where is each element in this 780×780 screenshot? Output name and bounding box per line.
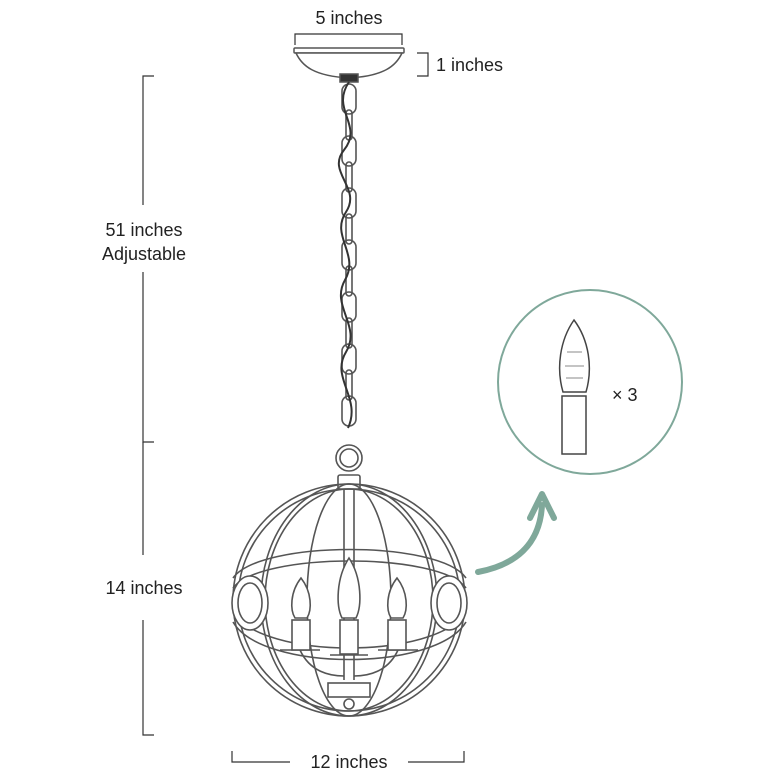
- body-height-bracket-bottom: [142, 620, 154, 736]
- canopy-width-label: 5 inches: [315, 8, 383, 28]
- canopy-height-bracket: [417, 52, 429, 77]
- chain-length-bracket-bottom: [142, 272, 154, 443]
- hanging-ring: [335, 444, 363, 472]
- chain-link: [341, 187, 357, 219]
- body-width-label: 12 inches: [310, 752, 388, 772]
- bulb-callout: [475, 289, 683, 575]
- canopy-height-label: 1 inches: [436, 55, 504, 75]
- chain-length-label: 51 inches Adjustable: [80, 218, 208, 266]
- chain-link: [345, 213, 353, 245]
- callout-circle: [497, 289, 683, 475]
- body-width-bracket-right: [408, 751, 465, 763]
- candelabra-bulb-icon: [558, 318, 591, 393]
- chain-length-value: 51 inches: [105, 220, 183, 240]
- equator-band: [232, 548, 467, 579]
- chain-length-note: Adjustable: [101, 244, 187, 264]
- chain-link: [341, 83, 357, 115]
- canopy-width-bracket: [294, 33, 403, 45]
- bulb-quantity-label: × 3: [612, 385, 638, 405]
- callout-arrow: [475, 502, 545, 575]
- chain-length-bracket-top: [142, 75, 154, 205]
- power-wire: [337, 81, 353, 429]
- body-width-bracket-left: [231, 751, 290, 763]
- dimension-lines: [142, 33, 465, 763]
- candle-sleeve: [561, 395, 587, 455]
- body-height-label: 14 inches: [105, 578, 183, 598]
- canopy: [293, 47, 405, 83]
- globe-fixture: [231, 444, 468, 717]
